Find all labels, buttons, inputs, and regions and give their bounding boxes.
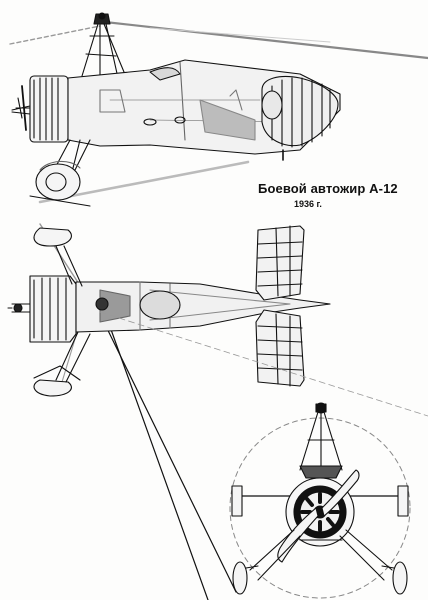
front-rotor-head: [299, 402, 343, 479]
drawing-year: 1936 г.: [294, 199, 322, 209]
top-tail-lower: [255, 309, 305, 387]
top-reference-line: [99, 311, 428, 417]
top-landing-gear: [33, 227, 91, 397]
side-rotor-pylon: [81, 12, 125, 79]
front-rotor-disc: [229, 417, 411, 599]
side-engine: [11, 75, 69, 143]
side-tail-fin: [261, 75, 339, 161]
top-view: [7, 223, 428, 600]
side-rotor-blades: [9, 20, 428, 204]
top-tail-upper: [255, 225, 305, 301]
drawing-title: Боевой автожир А-12: [258, 181, 398, 196]
top-fuselage: [75, 281, 331, 333]
side-view: [9, 12, 428, 207]
front-landing-gear: [232, 529, 408, 595]
side-landing-gear: [29, 139, 91, 207]
top-engine: [7, 275, 77, 343]
front-view: [229, 402, 411, 599]
